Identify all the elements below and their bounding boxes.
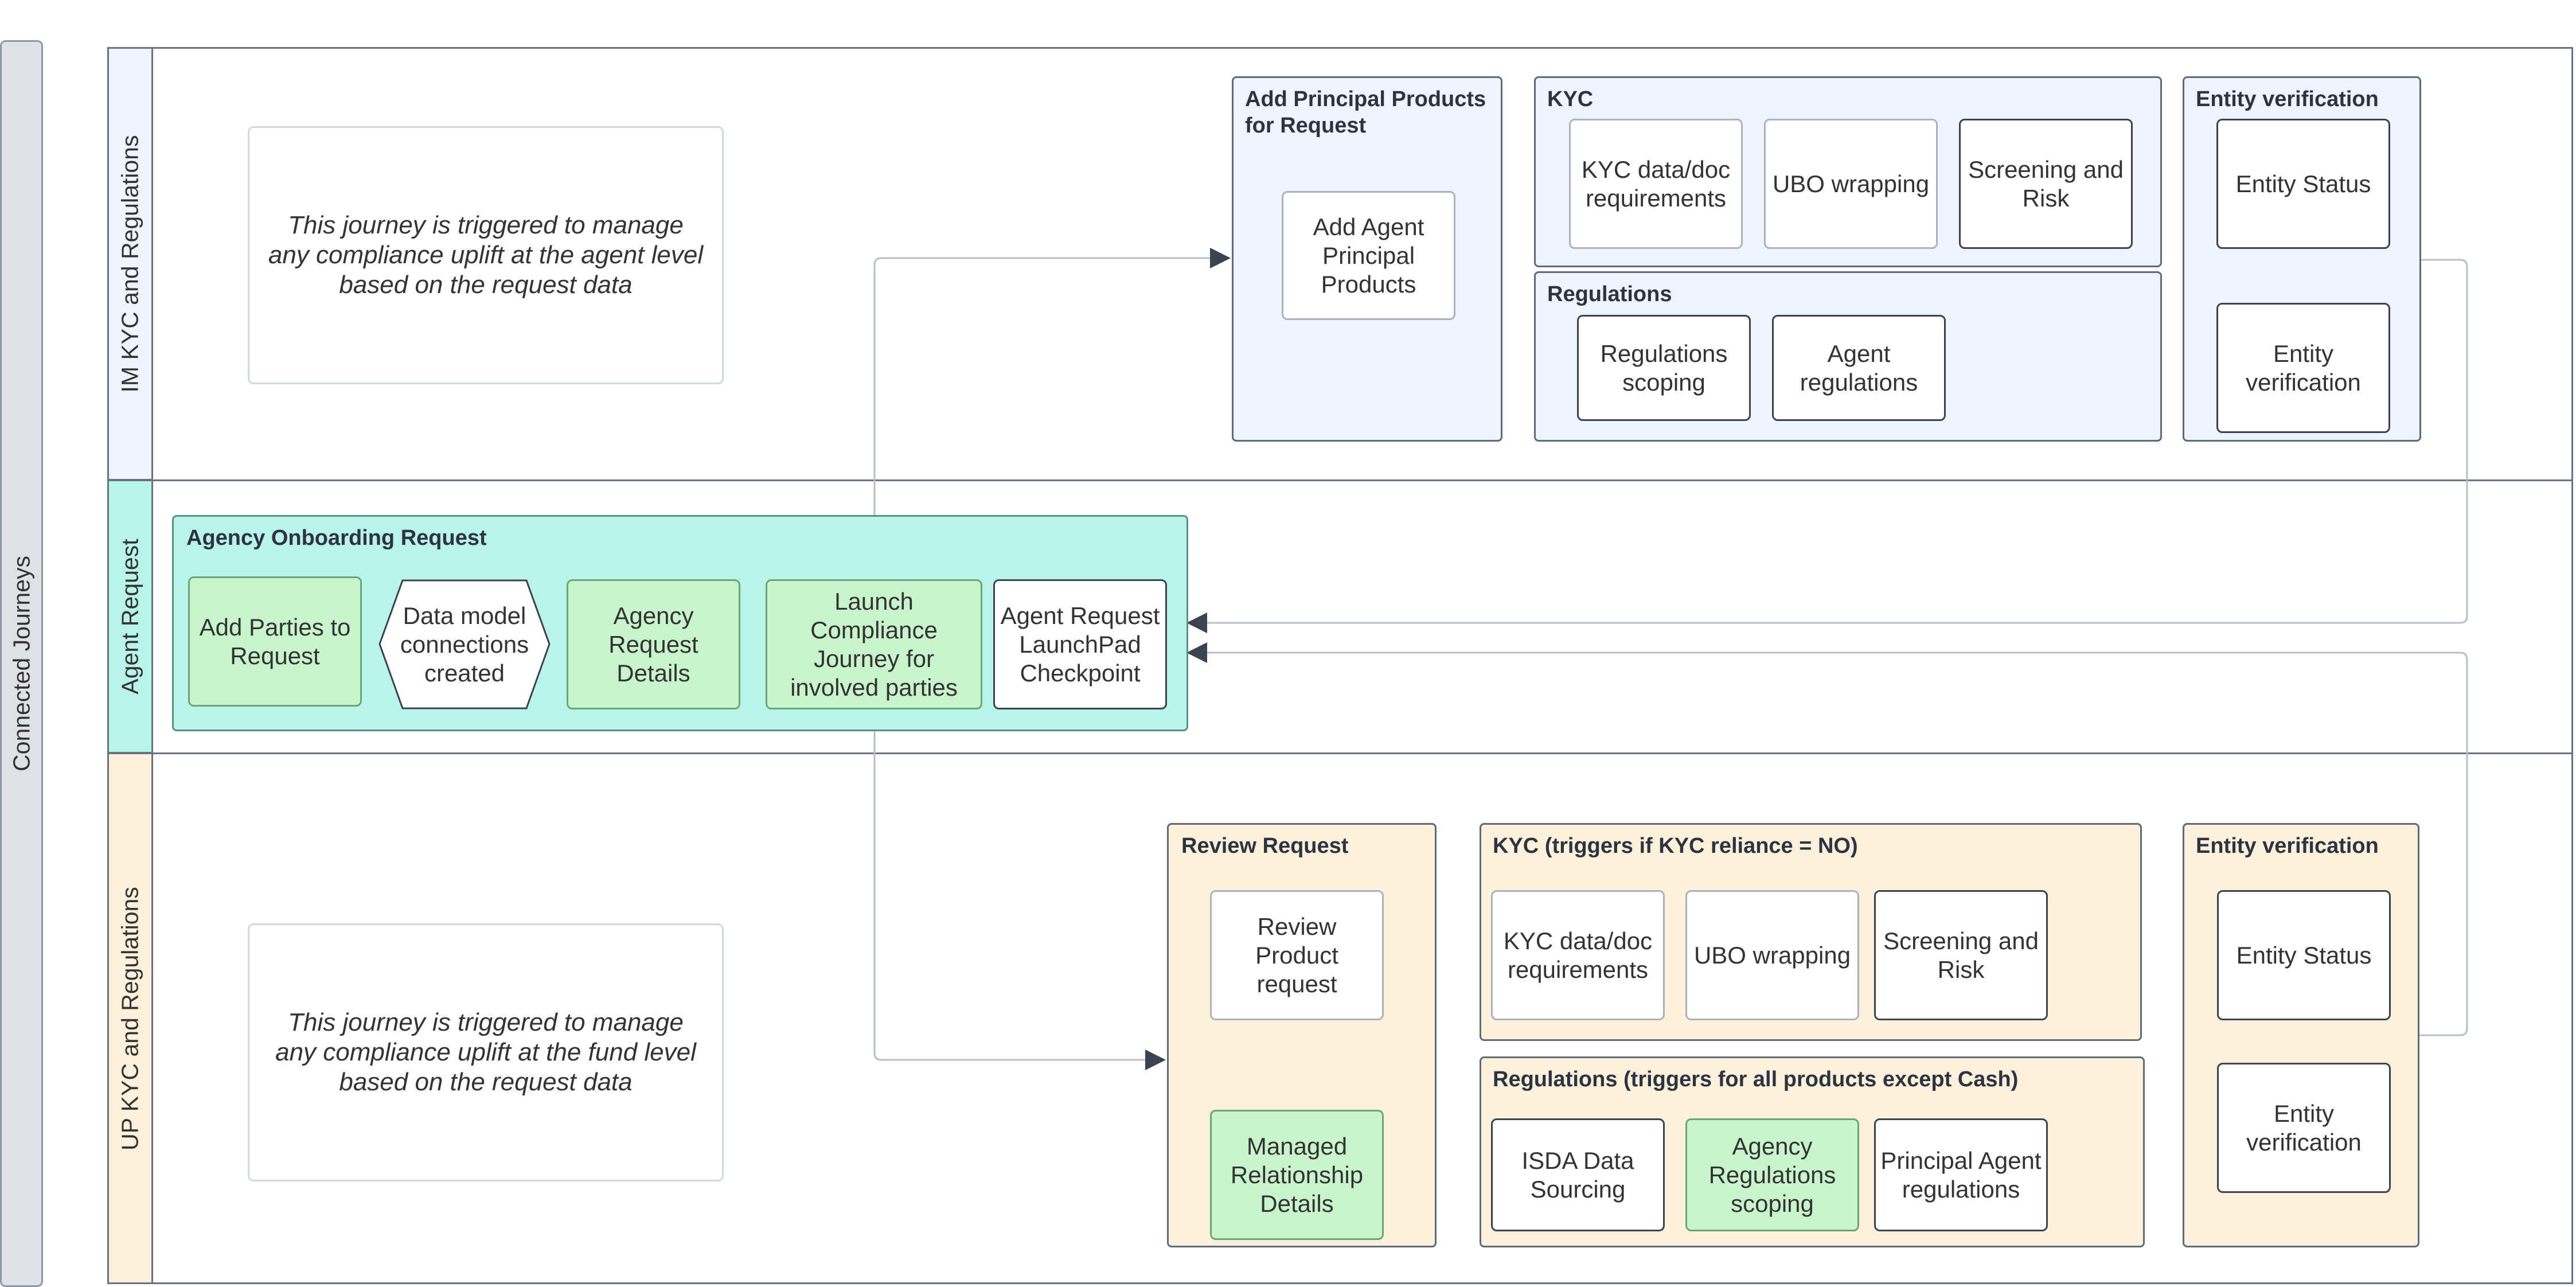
- im-entity-status-box[interactable]: Entity Status: [2216, 119, 2390, 249]
- im-add-principal-title: Add Principal Products for Request: [1245, 87, 1486, 138]
- review-product-request-box[interactable]: Review Product request: [1210, 890, 1384, 1020]
- up-journey-note: This journey is triggered to manage any …: [248, 923, 724, 1181]
- data-model-label: Data model connections created: [400, 602, 529, 687]
- up-kyc-data-doc-box[interactable]: KYC data/doc requirements: [1491, 890, 1665, 1020]
- managed-relationship-box[interactable]: Managed Relationship Details: [1210, 1110, 1384, 1240]
- up-ubo-wrapping-box[interactable]: UBO wrapping: [1685, 890, 1859, 1020]
- lane-divider-2: [107, 752, 2573, 754]
- up-entity-title: Entity verification: [2196, 834, 2379, 858]
- add-parties-box[interactable]: Add Parties to Request: [188, 576, 362, 707]
- im-screening-risk-box[interactable]: Screening and Risk: [1959, 119, 2133, 249]
- connector-up-entity-to-checkpoint: [1186, 642, 2468, 1036]
- im-kyc-data-doc-box[interactable]: KYC data/doc requirements: [1569, 119, 1743, 249]
- up-screening-risk-box[interactable]: Screening and Risk: [1874, 890, 2048, 1020]
- up-regulations-title: Regulations (triggers for all products e…: [1493, 1067, 2019, 1091]
- connector-im-entity-to-checkpoint: [1186, 259, 2468, 633]
- im-agent-regulations-box[interactable]: Agent regulations: [1772, 315, 1946, 421]
- up-kyc-title: KYC (triggers if KYC reliance = NO): [1493, 834, 1858, 858]
- up-entity-verification-box[interactable]: Entity verification: [2217, 1063, 2391, 1193]
- im-entity-verification-box[interactable]: Entity verification: [2216, 303, 2390, 433]
- agency-regulations-scoping-box[interactable]: Agency Regulations scoping: [1685, 1118, 1859, 1231]
- principal-agent-regulations-box[interactable]: Principal Agent regulations: [1874, 1118, 2048, 1231]
- im-regulations-scoping-box[interactable]: Regulations scoping: [1577, 315, 1751, 421]
- connector-launch-to-up: [873, 644, 1166, 1070]
- im-entity-title: Entity verification: [2196, 87, 2379, 111]
- im-regulations-title: Regulations: [1547, 282, 1672, 306]
- launch-compliance-box[interactable]: Launch Compliance Journey for involved p…: [766, 579, 982, 709]
- review-request-title: Review Request: [1181, 834, 1349, 858]
- connected-journeys-bar: Connected Journeys: [0, 40, 43, 1287]
- launchpad-checkpoint-box[interactable]: Agent Request LaunchPad Checkpoint: [993, 579, 1167, 709]
- hexagon-shape: [378, 579, 551, 709]
- isda-data-sourcing-box[interactable]: ISDA Data Sourcing: [1491, 1118, 1665, 1231]
- lane-divider-1: [107, 479, 2573, 481]
- agency-onboarding-title: Agency Onboarding Request: [186, 526, 487, 550]
- im-kyc-title: KYC: [1547, 87, 1594, 111]
- lane-header-im: IM KYC and Regulations: [107, 47, 153, 481]
- connector-launch-to-im: [873, 248, 1231, 644]
- up-entity-status-box[interactable]: Entity Status: [2217, 890, 2391, 1020]
- add-agent-principal-products-box[interactable]: Add Agent Principal Products: [1282, 191, 1455, 320]
- agency-request-details-box[interactable]: Agency Request Details: [567, 579, 740, 709]
- data-model-hexagon[interactable]: Data model connections created: [378, 579, 551, 709]
- im-ubo-wrapping-box[interactable]: UBO wrapping: [1764, 119, 1938, 249]
- im-journey-note: This journey is triggered to manage any …: [248, 126, 724, 384]
